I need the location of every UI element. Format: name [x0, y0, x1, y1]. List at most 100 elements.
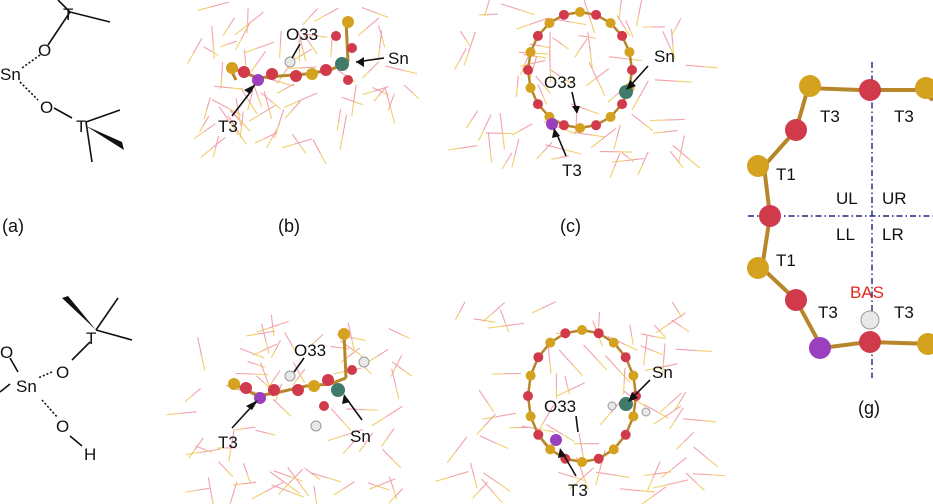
- framework-bond: [342, 114, 348, 136]
- framework-bond: [624, 344, 638, 351]
- atom-si: [545, 444, 556, 455]
- framework-bond: [595, 68, 610, 80]
- framework-bond: [652, 484, 668, 489]
- framework-bond: [566, 386, 570, 395]
- framework-bond: [604, 355, 621, 372]
- framework-bond: [662, 343, 666, 363]
- framework-bond: [468, 32, 476, 53]
- framework-bond: [336, 121, 340, 131]
- framework-bond: [681, 326, 690, 333]
- framework-bond: [192, 38, 203, 54]
- atom-si: [624, 47, 635, 58]
- atom-h: [310, 420, 322, 432]
- framework-bond: [619, 488, 641, 492]
- atom-o: [238, 66, 250, 78]
- framework-bond: [638, 0, 643, 16]
- atom-o: [560, 328, 571, 339]
- framework-bond: [573, 476, 584, 481]
- framework-bond: [378, 86, 387, 96]
- framework-bond: [641, 151, 649, 166]
- framework-bond: [212, 51, 219, 56]
- framework-bond: [623, 367, 626, 384]
- framework-bond: [270, 350, 276, 359]
- label-t1-g-bottom: T1: [776, 251, 796, 270]
- framework-bond: [232, 483, 243, 486]
- framework-bond: [486, 0, 490, 10]
- framework-bond: [291, 133, 301, 146]
- framework-bond: [613, 138, 618, 150]
- framework-bond: [592, 134, 605, 138]
- framework-bond: [373, 95, 380, 102]
- framework-bond: [191, 387, 202, 397]
- ring-bond: [526, 10, 634, 130]
- framework-bond: [549, 50, 551, 70]
- atom-t3: [252, 74, 264, 86]
- atom-o: [320, 64, 332, 76]
- framework-bond: [298, 48, 312, 58]
- framework-bond: [537, 83, 544, 97]
- framework-bond: [380, 486, 390, 491]
- framework-bond: [635, 15, 640, 27]
- framework-bond: [609, 56, 629, 60]
- framework-bond: [595, 470, 601, 486]
- framework-bond: [674, 407, 684, 421]
- framework-bond: [200, 148, 212, 158]
- atom-o: [591, 9, 602, 20]
- framework-bond: [627, 156, 634, 163]
- framework-bond: [514, 138, 520, 156]
- framework-bond: [644, 336, 648, 354]
- framework-bond: [542, 95, 548, 105]
- framework-bond: [631, 97, 640, 110]
- label-lr: LR: [882, 225, 904, 244]
- framework-bond: [311, 45, 318, 55]
- framework-bond: [214, 85, 232, 89]
- framework-bond: [663, 130, 678, 133]
- atom-o: [759, 205, 781, 227]
- framework-bond: [683, 431, 694, 443]
- framework-bond: [342, 481, 356, 490]
- framework-bond: [562, 434, 575, 443]
- label-t-top: T: [63, 5, 73, 24]
- framework-bond: [498, 483, 511, 492]
- framework-bond: [535, 75, 545, 87]
- framework-bond: [501, 162, 507, 170]
- label-sn-top: Sn: [0, 65, 21, 84]
- framework-bond: [211, 25, 214, 46]
- framework-bond: [286, 67, 300, 70]
- framework-bond: [672, 144, 690, 160]
- atom-o: [617, 99, 628, 110]
- framework-bond: [299, 66, 317, 69]
- framework-bond: [248, 114, 261, 122]
- framework-bond: [166, 412, 179, 416]
- atom-si: [525, 82, 536, 93]
- framework-bond: [361, 71, 370, 79]
- framework-bond: [242, 462, 248, 475]
- framework-bond: [403, 84, 414, 94]
- annotations-c-bottom: O33 Sn T3: [544, 363, 673, 500]
- atom-o: [533, 429, 544, 440]
- framework-bond: [667, 312, 686, 326]
- framework-bond: [246, 474, 251, 483]
- framework-bond: [257, 364, 265, 368]
- framework-bond: [297, 31, 304, 49]
- framework-bond: [385, 65, 405, 72]
- atom-o: [558, 9, 569, 20]
- framework-bond: [284, 332, 293, 347]
- atom-o: [591, 120, 602, 131]
- framework-bond: [221, 61, 224, 78]
- framework-bond: [685, 64, 705, 68]
- framework-bond: [330, 46, 333, 58]
- atom-o: [523, 391, 533, 401]
- framework-bond: [671, 27, 677, 35]
- framework-bond: [264, 481, 284, 493]
- framework-bond: [489, 150, 493, 163]
- atom-o: [620, 352, 631, 363]
- framework-bond: [502, 134, 506, 150]
- molecule-c-top: [523, 7, 637, 133]
- framework-bond: [516, 75, 519, 89]
- framework-bond: [279, 30, 282, 47]
- framework-bond: [269, 471, 288, 485]
- framework-bond: [351, 339, 356, 353]
- framework-bond: [228, 448, 232, 462]
- framework-bond: [263, 91, 270, 108]
